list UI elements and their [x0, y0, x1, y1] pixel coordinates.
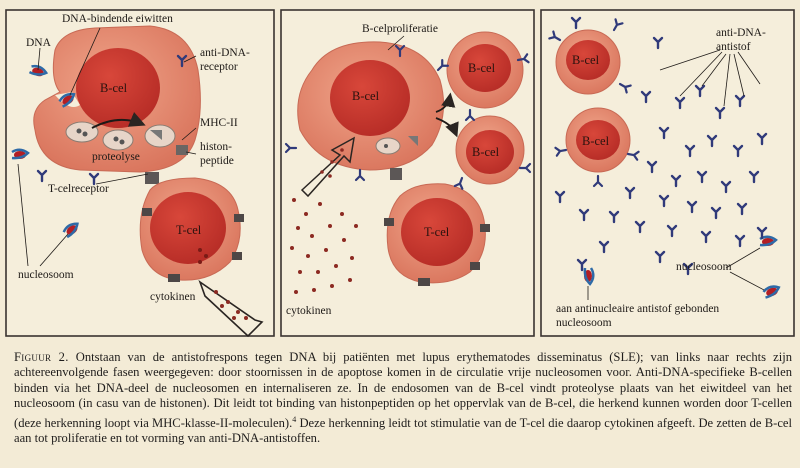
right-label-bound-1: aan antinucleaire antistof gebonden [556, 303, 719, 315]
middle-cytokine-dots [290, 198, 358, 294]
left-label-tcell-receptor: T-celreceptor [48, 183, 109, 195]
left-label-dna-binding-proteins: DNA-bindende eiwitten [62, 13, 173, 25]
right-label-antibody-2: antistof [716, 41, 751, 53]
middle-daughter-bcell-2 [455, 115, 525, 185]
left-label-dna: DNA [26, 37, 52, 49]
middle-label-proliferation: B-celproliferatie [362, 23, 438, 35]
middle-cytokine-arrow [300, 136, 355, 198]
right-label-bound-2: nucleosoom [556, 317, 612, 329]
middle-label-cytokines: cytokinen [286, 305, 332, 317]
right-bcell-2 [565, 107, 631, 173]
left-label-nucleosome: nucleosoom [18, 269, 74, 281]
middle-bcell-main-label: B-cel [352, 89, 380, 103]
caption-text: Ontstaan van de antistofrespons tegen DN… [14, 350, 792, 430]
left-label-cytokines: cytokinen [150, 291, 196, 303]
middle-proliferation-pointer [387, 35, 405, 51]
right-label-nucleosome: nucleosoom [676, 261, 732, 273]
left-label-mhc2: MHC-II [200, 117, 238, 129]
caption-label: Figuur 2. [14, 350, 69, 364]
middle-bcell-daughter-2-label: B-cel [472, 145, 500, 159]
left-bcell-nucleus [76, 48, 160, 128]
middle-bcell-daughter-1-label: B-cel [468, 61, 496, 75]
left-pointer-lines [17, 27, 197, 267]
left-tcell-label: T-cel [176, 223, 202, 237]
left-bcell [33, 25, 201, 184]
left-label-anti-dna-receptor-2: receptor [200, 61, 238, 73]
right-bcell-1-label: B-cel [572, 53, 600, 67]
caption-footnote: 4 [292, 414, 297, 424]
middle-bcell-main [297, 41, 445, 180]
middle-tcell [384, 183, 490, 286]
left-label-histone-1: histon- [200, 141, 232, 153]
middle-tcell-label: T-cel [424, 225, 450, 239]
middle-daughter-bcell-1 [446, 31, 524, 109]
right-pointer-lines [587, 49, 765, 300]
caption-text-end: Deze herkenning leidt tot stimulatie van… [14, 415, 792, 446]
sle-pathogenesis-diagram: DNA DNA-bindende eiwitten anti-DNA- rece… [5, 9, 795, 338]
left-label-anti-dna-receptor-1: anti-DNA- [200, 47, 250, 59]
right-label-antibody-1: anti-DNA- [716, 27, 766, 39]
middle-tcell-nucleus [401, 198, 473, 266]
right-bcell-1 [555, 29, 621, 95]
left-endocytosis [27, 63, 80, 109]
left-label-proteolysis: proteolyse [92, 151, 140, 163]
left-label-histone-2: peptide [200, 155, 234, 167]
middle-proliferation-arrows [435, 92, 459, 138]
figure-caption: Figuur 2. Ontstaan van de antistofrespon… [14, 350, 792, 447]
left-bcell-label: B-cel [100, 81, 128, 95]
left-tcell-nucleus [150, 192, 226, 264]
middle-bcell-nucleus [330, 60, 410, 136]
left-cytokine-arrow [198, 279, 264, 338]
right-bcell-2-label: B-cel [582, 134, 610, 148]
left-tcell [139, 177, 244, 282]
